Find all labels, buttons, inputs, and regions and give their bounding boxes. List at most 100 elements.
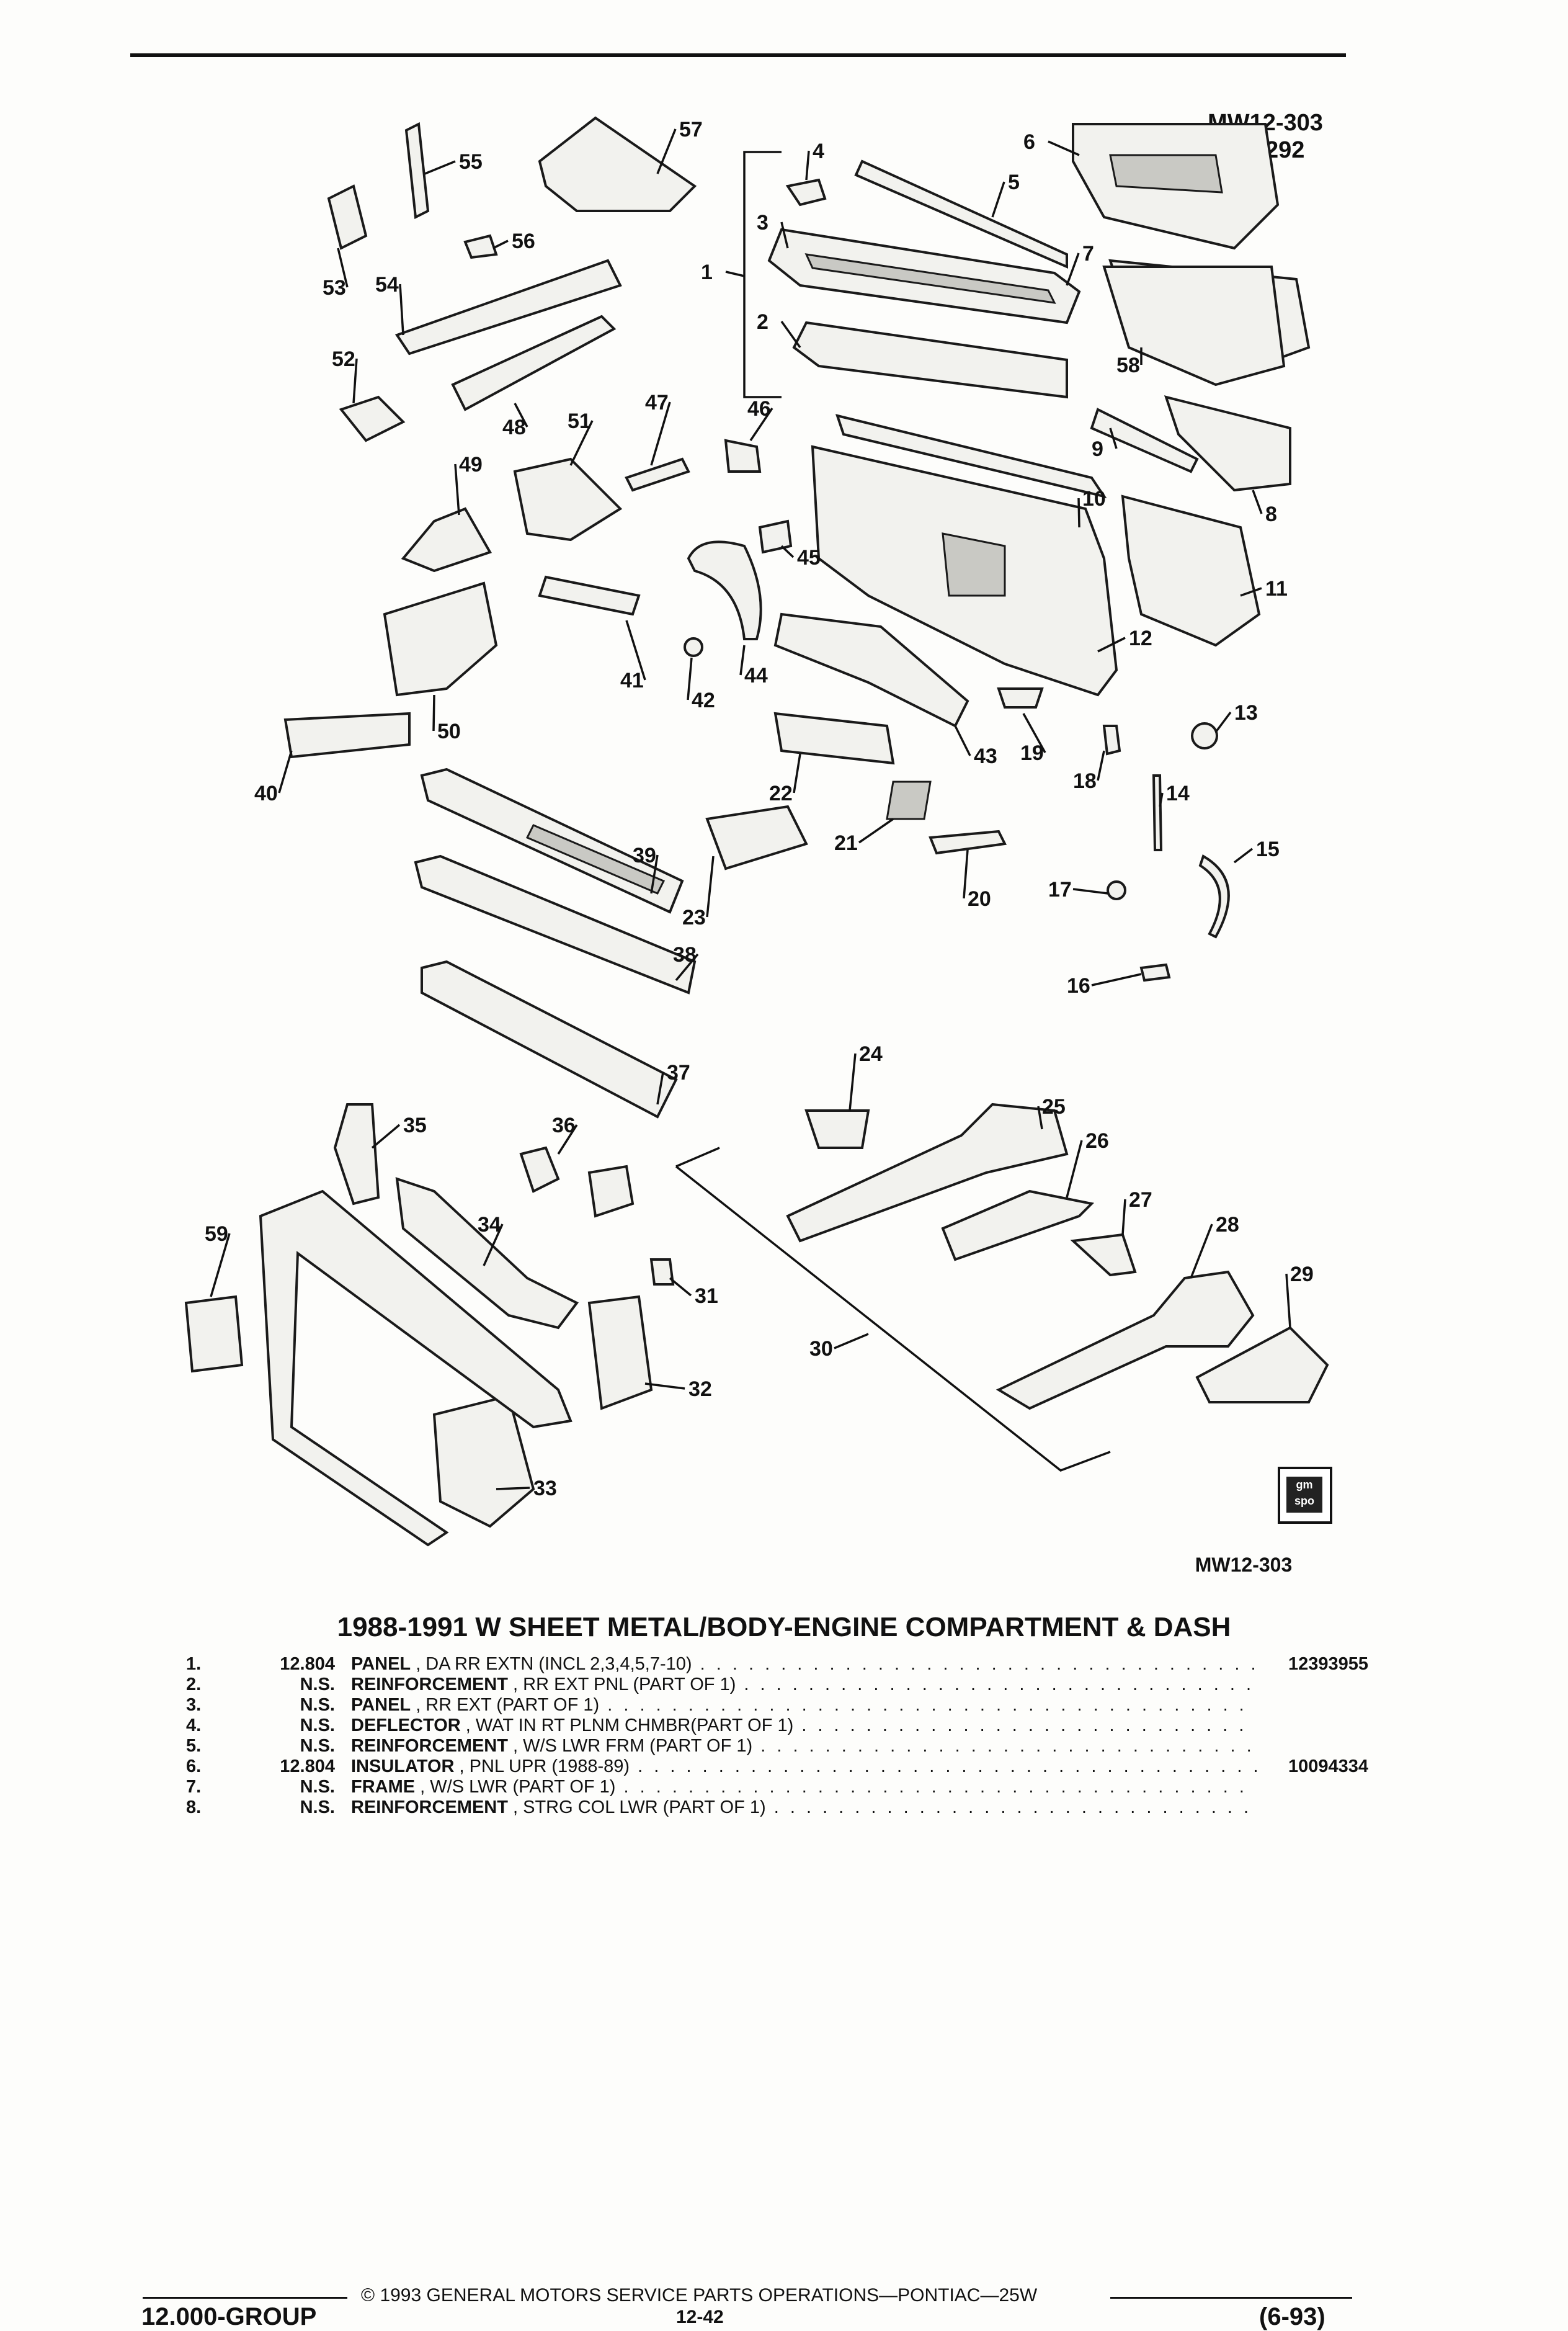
part-shape-26 [941,1189,1095,1261]
leader-lines [210,128,1291,1490]
callout-37: 37 [667,1061,690,1085]
callout-31: 31 [695,1284,718,1308]
leader-line-20 [963,849,969,899]
part-shape-53 [327,184,368,250]
parts-row: 8.N.S.REINFORCEMENT , STRG COL LWR (PART… [186,1797,1368,1818]
callout-35: 35 [403,1114,427,1137]
parts-row: 4.N.S.DEFLECTOR , WAT IN RT PLNM CHMBR(P… [186,1716,1368,1736]
leader-line-59 [210,1233,231,1297]
part-detail: , WAT IN RT PLNM CHMBR(PART OF 1) [460,1716,794,1735]
item-number: 2. [186,1675,202,1694]
part-shape-11 [1121,494,1261,647]
part-detail: , W/S LWR (PART OF 1) [415,1777,616,1797]
item-number: 1. [186,1654,202,1674]
part-shape-13 [1191,722,1218,749]
part-shape-44 [687,540,762,640]
callout-29: 29 [1290,1263,1314,1286]
part-shape-16 [1139,963,1171,982]
item-number: 5. [186,1736,202,1756]
part-shape-36b [587,1165,635,1218]
part-shape-14 [1152,774,1163,851]
callout-58: 58 [1116,354,1140,377]
callout-30: 30 [809,1337,833,1361]
header-rule [130,53,1346,57]
parts-row: 3.N.S.PANEL , RR EXT (PART OF 1) . . . .… [186,1695,1368,1716]
callout-41: 41 [620,669,644,692]
callout-54: 54 [375,273,399,297]
part-shape-24 [804,1109,870,1149]
part-name: PANEL [351,1654,411,1674]
item-number: 6. [186,1756,202,1776]
part-description: FRAME , W/S LWR (PART OF 1) . . . . . . … [351,1777,1257,1797]
part-number [1257,1736,1368,1756]
callout-36: 36 [552,1114,576,1137]
callout-13: 13 [1234,701,1258,725]
callout-14: 14 [1166,782,1190,805]
group-number: N.S. [300,1675,335,1694]
callout-23: 23 [682,906,706,929]
part-shape-20 [929,830,1007,855]
part-number [1257,1716,1368,1736]
callout-38: 38 [673,943,697,967]
part-shape-29 [1195,1326,1329,1403]
leader-line-27 [1121,1199,1126,1235]
callout-21: 21 [834,831,858,855]
leader-line-57 [656,128,677,174]
part-shape-5 [854,159,1068,269]
leader-line-39 [650,854,659,894]
part-detail: , W/S LWR FRM (PART OF 1) [507,1736,753,1756]
leader-line-48 [514,403,528,427]
part-shape-19 [997,687,1044,709]
part-shape-36a [519,1146,560,1193]
callout-10: 10 [1082,487,1106,511]
leader-line-5 [991,181,1005,218]
part-description: PANEL , DA RR EXTN (INCL 2,3,4,5,7-10) .… [351,1654,1257,1675]
leader-line-25 [1037,1106,1043,1130]
catalog-title: 1988-1991 W SHEET METAL/BODY-ENGINE COMP… [337,1612,1231,1642]
leader-line-31 [669,1277,692,1297]
page-number: 12-42 [676,2307,724,2327]
group-number: N.S. [300,1777,335,1797]
callout-27: 27 [1129,1188,1152,1212]
part-shape-9 [1090,408,1199,473]
callout-6: 6 [1023,130,1035,154]
callout-32: 32 [688,1377,712,1401]
parts-list: 1. 12.804 PANEL , DA RR EXTN (INCL 2,3,4,5… [186,1654,1368,1818]
callout-43: 43 [974,745,997,768]
part-shape-25 [786,1103,1069,1243]
leader-line-49 [454,463,460,516]
leader-line-24 [849,1053,857,1111]
leader-line-52 [352,358,358,404]
callout-46: 46 [747,397,771,421]
callout-28: 28 [1216,1213,1239,1237]
part-description: REINFORCEMENT , RR EXT PNL (PART OF 1) .… [351,1675,1257,1695]
callout-47: 47 [645,391,669,414]
group-number: N.S. [300,1695,335,1715]
leader-line-47 [650,401,671,466]
leader-line-44 [739,645,746,676]
callout-34: 34 [478,1213,501,1237]
part-name: REINFORCEMENT [351,1736,508,1756]
leader-line-34 [483,1224,504,1266]
group-number: N.S. [300,1797,335,1817]
part-description: REINFORCEMENT , W/S LWR FRM (PART OF 1) … [351,1736,1257,1756]
part-shape-12-detail [942,532,1006,597]
part-name: DEFLECTOR [351,1716,461,1735]
callout-24: 24 [859,1042,883,1066]
group-number: 12.804 [280,1654,335,1674]
part-detail: , PNL UPR (1988-89) [454,1756,630,1776]
callout-45: 45 [797,546,821,570]
part-shape-34 [395,1177,579,1330]
part-shape-17 [1107,880,1126,900]
exploded-parts-diagram: 1234567891011121314151617181920212223242… [184,116,1329,1547]
part-shape-48 [451,315,617,411]
callout-17: 17 [1048,878,1072,902]
callout-50: 50 [437,720,461,743]
leader-line-41 [625,620,646,681]
leader-line-7 [1066,253,1080,286]
item-number: 8. [186,1797,202,1817]
diagram-ref-code: MW12-303 [1195,1554,1293,1576]
leader-line-36 [557,1124,578,1155]
part-shape-8 [1164,395,1291,492]
